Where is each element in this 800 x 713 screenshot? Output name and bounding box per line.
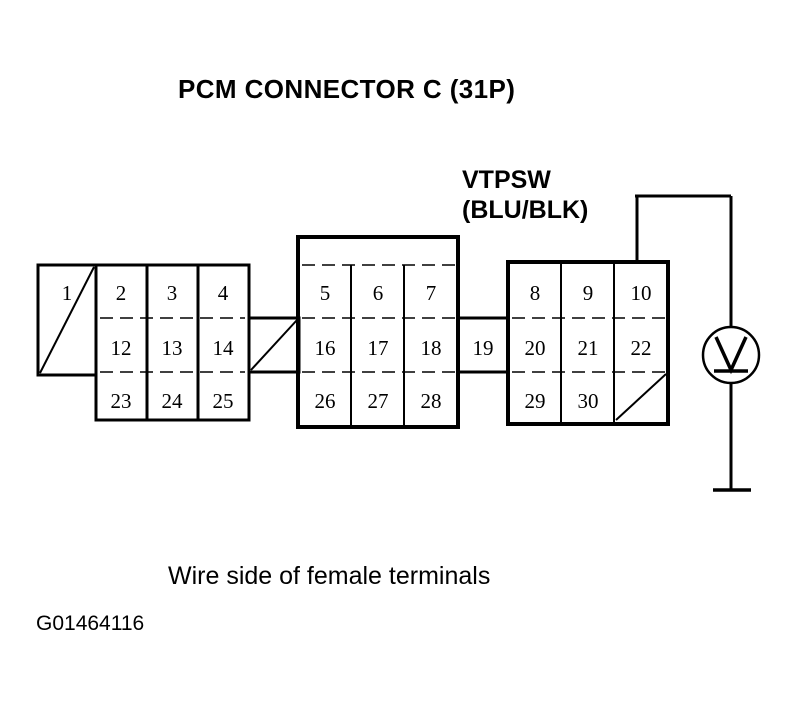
voltmeter-v-glyph (714, 336, 748, 375)
terminal-label-1: 1 (62, 281, 73, 305)
terminal-label-6: 6 (373, 281, 384, 305)
terminal-label-28: 28 (421, 389, 442, 413)
terminal-label-18: 18 (421, 336, 442, 360)
ground-connection (713, 383, 751, 492)
unused-cell-slash-right (615, 373, 667, 421)
right-block-outline (506, 260, 670, 426)
vtpsw-wire (635, 194, 733, 327)
left-block: 1 2 3 4 12 13 14 23 24 25 (36, 263, 251, 422)
terminal-label-30: 30 (578, 389, 599, 413)
terminal-label-8: 8 (530, 281, 541, 305)
terminal-label-2: 2 (116, 281, 127, 305)
bridge-left-middle (247, 316, 301, 374)
terminal-label-7: 7 (426, 281, 437, 305)
voltmeter-circle (701, 325, 761, 385)
terminal-label-24: 24 (162, 389, 184, 413)
terminal-label-21: 21 (578, 336, 599, 360)
wire-color-label: (BLU/BLK) (462, 196, 589, 224)
diagram-caption: Wire side of female terminals (168, 562, 491, 590)
terminal-label-25: 25 (213, 389, 234, 413)
unused-cell-slash-bridge (250, 319, 298, 371)
terminal-label-29: 29 (525, 389, 546, 413)
terminal-label-10: 10 (631, 281, 652, 305)
terminal-label-23: 23 (111, 389, 132, 413)
right-block: 8 9 10 20 21 22 29 30 (506, 260, 670, 426)
wire-signal-label: VTPSW (462, 166, 551, 194)
terminal-label-14: 14 (213, 336, 235, 360)
terminal-label-13: 13 (162, 336, 183, 360)
terminal-label-3: 3 (167, 281, 178, 305)
figure-id-label: G01464116 (36, 612, 145, 635)
terminal-label-27: 27 (368, 389, 389, 413)
terminal-label-20: 20 (525, 336, 546, 360)
terminal-label-5: 5 (320, 281, 331, 305)
terminal-label-19: 19 (473, 336, 494, 360)
bridge-middle-right: 19 (456, 316, 510, 374)
middle-block: 5 6 7 16 17 18 26 27 28 (296, 235, 460, 429)
terminal-label-12: 12 (111, 336, 132, 360)
terminal-label-9: 9 (583, 281, 594, 305)
terminal-label-26: 26 (315, 389, 336, 413)
terminal-label-16: 16 (315, 336, 336, 360)
page-title: PCM CONNECTOR C (31P) (178, 74, 516, 104)
terminal-label-4: 4 (218, 281, 229, 305)
terminal-label-22: 22 (631, 336, 652, 360)
voltmeter (701, 325, 761, 385)
terminal-label-17: 17 (368, 336, 389, 360)
unused-cell-slash-left (39, 266, 95, 374)
